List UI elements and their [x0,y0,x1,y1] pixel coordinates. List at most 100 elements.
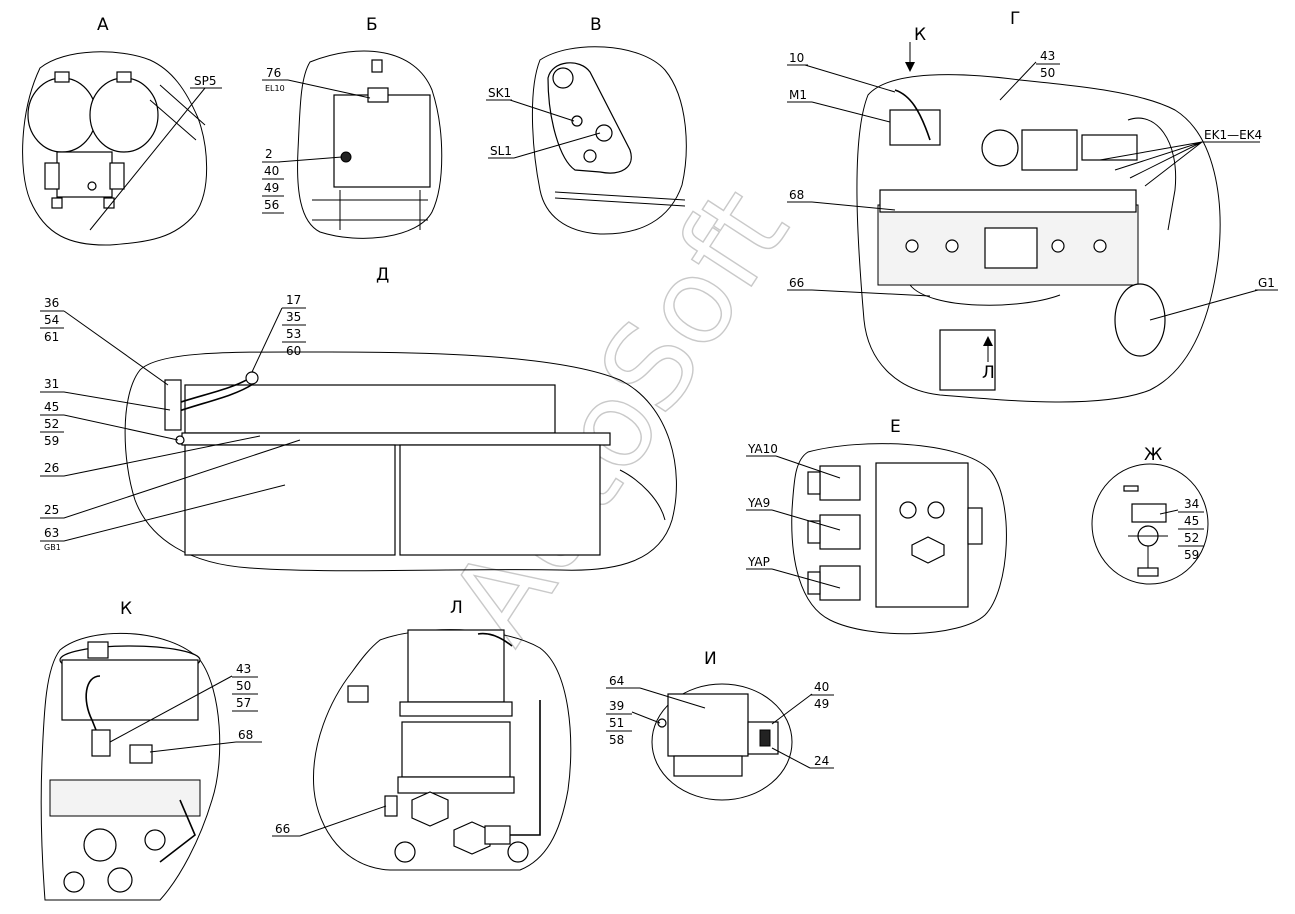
label-zh-59: 59 [1184,548,1199,562]
m1-leader [811,101,891,123]
label-d-36: 36 [44,296,59,310]
d45-leader [63,414,179,441]
plate-bolt [583,149,597,163]
battery-left [184,444,396,556]
clamp-31 [164,379,182,431]
engine-bolt-4 [1093,239,1107,253]
d25-leader [40,439,301,519]
76-leader [287,79,371,99]
view-i: И 64 39 51 58 40 49 24 [606,649,834,801]
motor-m1 [889,109,941,146]
view-v-title: В [590,15,602,35]
l-clamp [347,685,369,703]
block-port [87,181,97,191]
arrow-k-head [905,62,915,72]
k-fitting-4 [63,871,85,893]
view-b-frame [312,190,428,230]
label-g-43: 43 [1040,49,1055,63]
relay-connector-pin [759,729,771,747]
label-i-64: 64 [609,674,624,688]
sensor-sl1 [595,124,613,142]
label-g-66: 66 [789,276,804,290]
label-ya10: YA10 [747,442,778,456]
label-d-52: 52 [44,417,59,431]
label-40: 40 [264,164,279,178]
label-k-50: 50 [236,679,251,693]
label-d-31: 31 [44,377,59,391]
intake-hose [1127,117,1177,231]
g66-leader [811,289,931,297]
k68-leader [149,741,237,753]
ek-leaders [1099,141,1203,187]
g1-leader [1149,289,1259,321]
view-b: Б 76 EL10 2 40 49 56 [262,15,443,239]
label-d-25: 25 [44,503,59,517]
valve-block [875,462,969,608]
top-clip [371,59,383,73]
label-i-24: 24 [814,754,829,768]
sp5-leader [89,87,206,231]
label-g-68: 68 [789,188,804,202]
zh-sensor-body [1131,503,1167,523]
d17-leader [251,307,283,373]
junction-box [333,94,431,188]
i24-leader [771,747,811,769]
plate-hole [552,67,574,89]
label-k-68: 68 [238,728,253,742]
view-g: Г К Л 10 M1 43 50 [787,9,1278,403]
l-bolt-1 [394,841,416,863]
label-zh-34: 34 [1184,497,1199,511]
label-g-50: 50 [1040,66,1055,80]
accumulator-right-cap [116,71,132,83]
coil-yap-cap [807,571,821,595]
2-leader [277,156,343,163]
zh34-leader [1159,509,1179,515]
label-zh-45: 45 [1184,514,1199,528]
zh-clip [1123,485,1139,492]
view-a-outline [22,51,208,246]
label-m1: M1 [789,88,807,102]
relay-screw-39 [657,718,667,728]
label-d-59: 59 [44,434,59,448]
i40-leader [771,693,813,725]
l-pipe [510,700,541,836]
label-ya9: YA9 [747,496,770,510]
accumulator-right [89,77,159,153]
arrow-l-head [983,336,993,346]
view-zh-outline [1091,463,1209,585]
view-v-frame [554,191,686,207]
view-g-outline [856,74,1221,403]
k-bracket [159,799,196,863]
arrow-l-label: Л [982,363,995,383]
view-l: Л 66 [272,598,572,871]
view-d-outline [124,351,677,572]
l-nut-2 [453,821,491,855]
label-el10: EL10 [265,84,285,93]
view-zh: Ж 34 45 52 59 [1091,445,1209,585]
label-g1: G1 [1258,276,1275,290]
accumulator-left [27,77,97,153]
engine-bolt-3 [1051,239,1065,253]
label-d-53: 53 [286,327,301,341]
block-foot-right [103,197,115,209]
label-56: 56 [264,198,279,212]
view-v-outline [531,46,687,235]
valve-port-1 [899,501,917,519]
view-e: Е YA10 YA9 YAP [746,417,1007,635]
valve-port-2 [927,501,945,519]
l-nut [411,791,449,827]
label-d-45: 45 [44,400,59,414]
label-sk1: SK1 [488,86,511,100]
l-filter-ring [399,701,513,717]
d26-leader [40,435,261,477]
filter-l [939,329,996,391]
engine-cap [984,227,1038,269]
l-hose [477,632,513,647]
label-g-10: 10 [789,51,804,65]
valve-side-fitting [967,507,983,545]
block-foot-left [51,197,63,209]
glow-plugs-ek [1081,134,1138,161]
relay-base [673,755,743,777]
k-tank-body [61,659,199,721]
